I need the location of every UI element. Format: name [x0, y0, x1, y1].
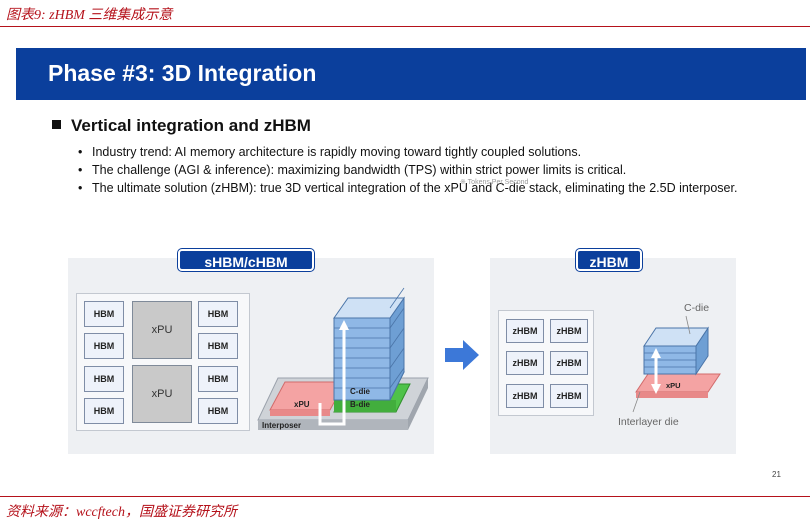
figure-caption: 图表9: zHBM 三维集成示意 — [6, 8, 173, 23]
z-xpu-front — [636, 392, 708, 398]
z-cdie-stack — [643, 326, 709, 376]
z-xpu-label: xPU — [666, 381, 681, 390]
slide-title-bar: Phase #3: 3D Integration — [16, 48, 806, 100]
section-heading-text: Vertical integration and zHBM — [71, 116, 311, 135]
z-cdie-label: C-die — [684, 302, 710, 314]
xpu-die-front — [270, 410, 330, 416]
cdie-leader-line — [685, 315, 691, 335]
zhbm-package: zHBM zHBM zHBM zHBM zHBM zHBM — [498, 310, 594, 416]
bullet-item: The challenge (AGI & inference): maximiz… — [78, 161, 768, 179]
z-arrow-down — [651, 384, 661, 394]
left-diagram-title: sHBM/cHBM — [178, 249, 314, 271]
section-heading: Vertical integration and zHBM — [52, 116, 311, 136]
right-arrow-icon — [445, 340, 479, 370]
zhbm-chip: zHBM — [506, 351, 544, 375]
zhbm-chip: zHBM — [506, 384, 544, 408]
z-arrow-up — [651, 348, 661, 358]
right-diagram-title: zHBM — [576, 249, 642, 271]
data-path-arrow-head — [339, 320, 349, 330]
tps-footnote: ※ Tokens Per Second — [460, 179, 529, 186]
data-path-arrow — [318, 326, 346, 426]
stack-cdie-label: C-die — [350, 387, 371, 396]
page-number: 21 — [772, 470, 781, 479]
hbm-chip: HBM — [84, 333, 124, 359]
bullet-item: The ultimate solution (zHBM): true 3D ve… — [78, 179, 768, 197]
hbm-chip: HBM — [84, 301, 124, 327]
xpu-chip: xPU — [132, 301, 192, 359]
hbm-chip: HBM — [84, 398, 124, 424]
interposer-side — [408, 378, 428, 430]
cdie-stack — [333, 287, 405, 401]
bottom-divider — [0, 496, 810, 497]
bdie-front — [334, 400, 396, 412]
stack-xpu-label: xPU — [294, 400, 310, 409]
hbm-chip: HBM — [198, 301, 238, 327]
hbm-chip: HBM — [198, 398, 238, 424]
zhbm-chip: zHBM — [550, 384, 588, 408]
interlayer-leader-line — [632, 391, 641, 413]
zhbm-chip: zHBM — [550, 351, 588, 375]
zhbm-chip: zHBM — [506, 319, 544, 343]
interposer-label: Interposer — [262, 421, 301, 430]
bullet-list: Industry trend: AI memory architecture i… — [78, 143, 768, 197]
xpu-chip: xPU — [132, 365, 192, 423]
hbm-chip: HBM — [198, 333, 238, 359]
zhbm-chip: zHBM — [550, 319, 588, 343]
slide-title: Phase #3: 3D Integration — [48, 60, 317, 86]
interlayer-die-label: Interlayer die — [618, 416, 679, 428]
shbm-package: HBM HBM HBM HBM xPU xPU HBM HBM HBM HBM — [76, 293, 250, 431]
hbm-chip: HBM — [84, 366, 124, 392]
stack-bdie-label: B-die — [350, 400, 371, 409]
source-note: 资料来源：wccftech，国盛证券研究所 — [6, 505, 237, 520]
square-bullet-icon — [52, 120, 61, 130]
hbm-chip: HBM — [198, 366, 238, 392]
top-divider — [0, 26, 810, 27]
bullet-item: Industry trend: AI memory architecture i… — [78, 143, 768, 161]
